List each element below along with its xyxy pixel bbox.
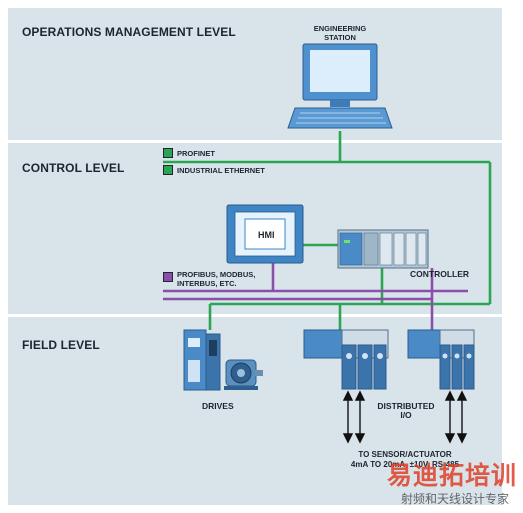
watermark-logo: 易迪拓培训 [386, 462, 517, 490]
controller-label: CONTROLLER [410, 269, 470, 279]
profinet-legend-label: PROFINET [177, 149, 215, 158]
industrial-ethernet-legend-swatch [163, 165, 173, 175]
drives-label: DRIVES [202, 401, 234, 411]
distributed-io-label: DISTRIBUTED I/O [368, 402, 444, 420]
engineering-station-label-line1: ENGINEERING [313, 24, 367, 33]
hmi-label: HMI [258, 230, 275, 240]
watermark-subtitle: 射频和天线设计专家 [400, 492, 509, 506]
motor [224, 359, 263, 390]
sensor-actuator-note: TO SENSOR/ACTUATOR 4mA TO 20mA, ±10V, RS… [320, 450, 490, 470]
operations-level-band [8, 8, 502, 140]
industrial-ethernet-legend-label: INDUSTRIAL ETHERNET [177, 166, 265, 175]
controller-rack [337, 229, 429, 269]
engineering-station-label-line2: STATION [324, 33, 356, 42]
engineering-station-label: ENGINEERING STATION [300, 24, 380, 42]
fieldbus-lines [163, 262, 468, 330]
distributed-io-label-line1: DISTRIBUTED [377, 401, 435, 411]
drive-unit [183, 329, 221, 391]
sensor-note-line2: 4mA TO 20mA, ±10V, RS-485 [350, 460, 460, 469]
operations-level-label: OPERATIONS MANAGEMENT LEVEL [22, 25, 236, 39]
field-level-label: FIELD LEVEL [22, 338, 100, 352]
distributed-io-module-2 [407, 329, 475, 390]
sensor-note-line1: TO SENSOR/ACTUATOR [358, 450, 452, 459]
fieldbus-legend-line2: INTERBUS, ETC. [177, 279, 237, 288]
fieldbus-legend-line1: PROFIBUS, MODBUS, [177, 270, 256, 279]
engineering-station-computer [287, 43, 393, 129]
fieldbus-legend-label: PROFIBUS, MODBUS, INTERBUS, ETC. [177, 270, 255, 288]
distributed-io-module-1 [303, 329, 389, 390]
sensor-arrows [342, 390, 468, 444]
fieldbus-legend-swatch [163, 272, 173, 282]
profinet-legend-swatch [163, 148, 173, 158]
hmi-panel [226, 204, 304, 264]
distributed-io-label-line2: I/O [400, 410, 412, 420]
control-level-label: CONTROL LEVEL [22, 161, 125, 175]
industrial-ethernet-lines [163, 131, 492, 330]
